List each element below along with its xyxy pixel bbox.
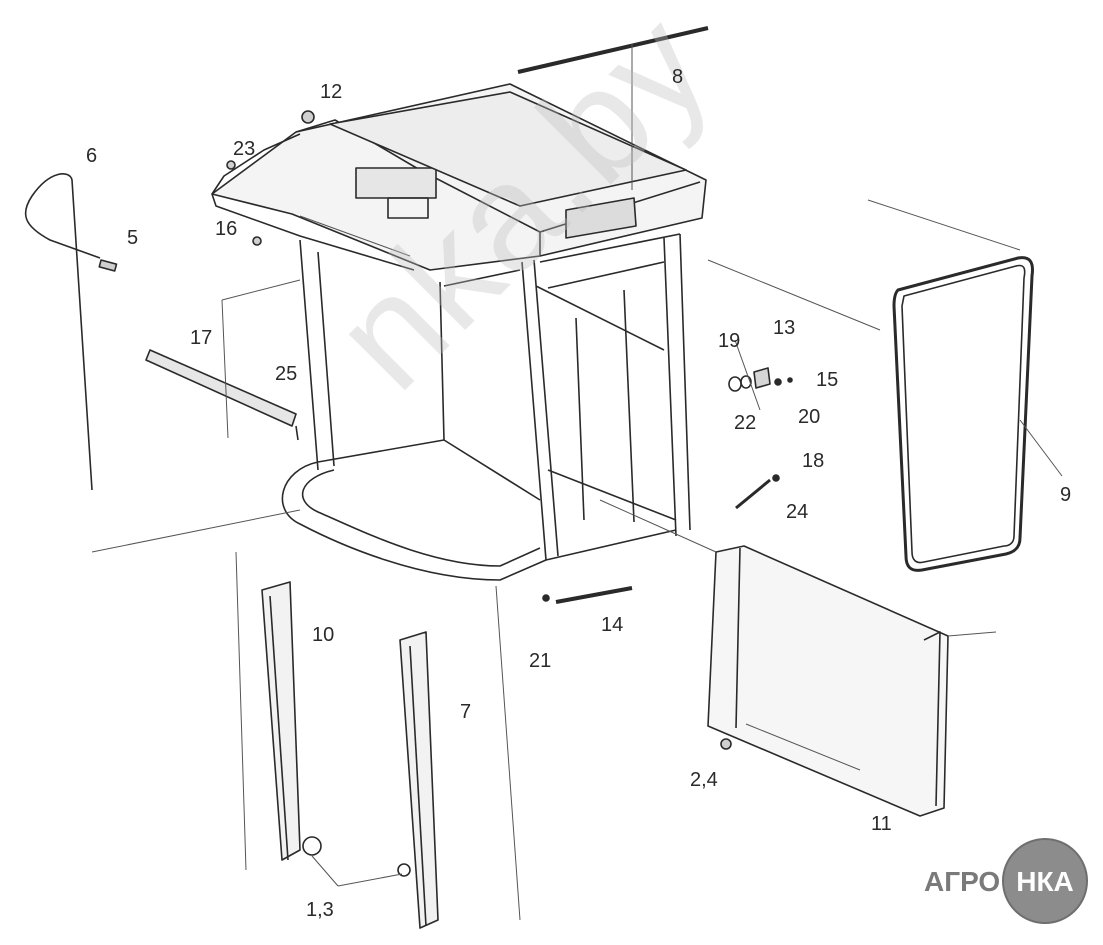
- part-9-window-glass: [892, 256, 1034, 572]
- callout-13: 13: [773, 317, 796, 339]
- cab-roof: [211, 83, 707, 271]
- logo-text-left: АГРО: [924, 866, 1001, 897]
- callout-20: 20: [798, 406, 821, 428]
- callout-6: 6: [86, 145, 98, 167]
- callout-22: 22: [734, 412, 757, 434]
- callout-23: 23: [233, 138, 256, 160]
- fasteners: [226, 110, 793, 510]
- callout-11: 11: [871, 813, 892, 835]
- callout-7: 7: [460, 701, 472, 723]
- callout-10: 10: [312, 624, 335, 646]
- part-17-rod: [145, 349, 299, 441]
- callout-15: 15: [816, 369, 839, 391]
- part-10-pillar: [261, 581, 322, 861]
- callout-25: 25: [275, 363, 298, 385]
- part-11-side-panel: [707, 545, 949, 817]
- callout-14: 14: [601, 614, 624, 636]
- part-8-seal-strip: [517, 26, 709, 74]
- callout-16: 16: [215, 218, 238, 240]
- cab-frame: [299, 233, 691, 561]
- logo-badge: НКА: [1002, 838, 1088, 924]
- part-7-pillar: [397, 631, 439, 929]
- part-14-bar: [542, 586, 633, 604]
- logo-text-badge: НКА: [1016, 866, 1074, 897]
- callout-2-4: 2,4: [690, 769, 718, 791]
- part-6-cable: [24, 173, 118, 491]
- callout-5: 5: [127, 227, 139, 249]
- callout-19: 19: [718, 330, 741, 352]
- callout-1-3: 1,3: [306, 899, 334, 921]
- callout-24: 24: [786, 501, 809, 523]
- callout-9: 9: [1060, 484, 1072, 506]
- callout-18: 18: [802, 450, 825, 472]
- cab-floor: [281, 439, 677, 581]
- callout-17: 17: [190, 327, 213, 349]
- callout-21: 21: [529, 650, 552, 672]
- leader-lines: [91, 44, 1063, 921]
- callout-8: 8: [672, 66, 684, 88]
- agronka-logo: АГРО НКА: [924, 838, 1088, 924]
- callout-12: 12: [320, 81, 343, 103]
